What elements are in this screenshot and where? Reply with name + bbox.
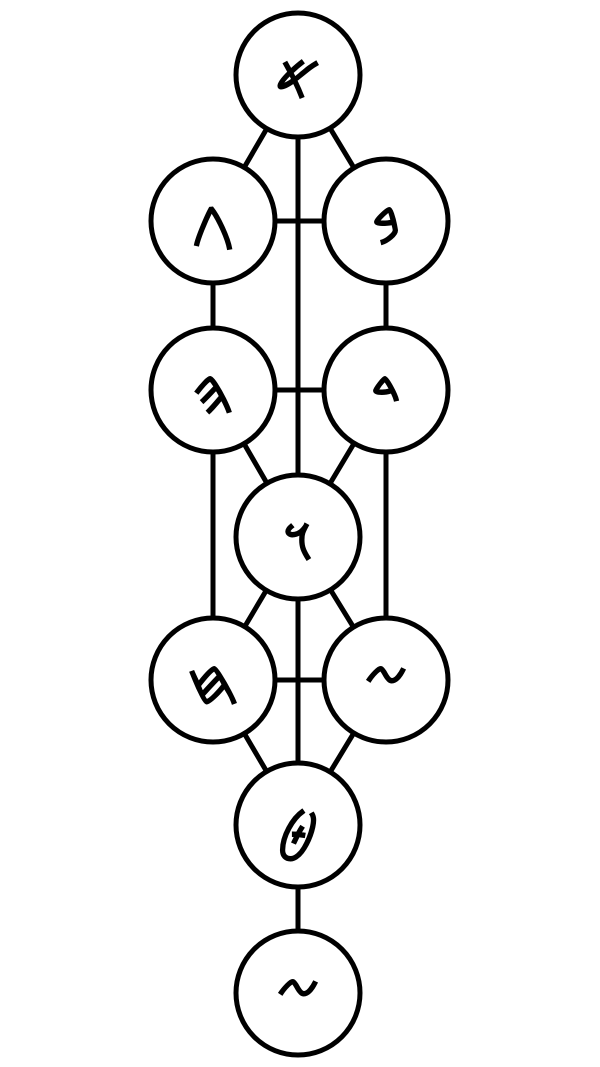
node-circle	[233, 10, 363, 140]
node-glyph: 𐤂	[191, 187, 234, 260]
node-n4: 𐤄	[148, 325, 278, 455]
node-circle	[148, 325, 278, 455]
node-n6: 𐤅	[233, 472, 363, 602]
node-n8: 𐤆	[321, 615, 451, 745]
node-circle	[321, 615, 451, 745]
node-glyph: 𐤆	[364, 646, 408, 719]
node-circle	[148, 615, 278, 745]
node-n3: 𐤁	[321, 156, 451, 286]
node-glyph: 𐤈	[277, 791, 318, 864]
node-n2: 𐤂	[148, 156, 278, 286]
node-n5: 𐤃	[321, 325, 451, 455]
node-circle	[321, 325, 451, 455]
node-glyph: 𐤃	[371, 356, 402, 429]
node-circle	[148, 156, 278, 286]
node-glyph: 𐤁	[372, 187, 401, 260]
node-glyph: 𐤅	[283, 503, 313, 576]
node-glyph: 𐤆	[276, 959, 320, 1032]
node-n10: 𐤆	[233, 928, 363, 1058]
node-circle	[233, 472, 363, 602]
node-circle	[233, 928, 363, 1058]
node-n1: 𐤀	[233, 10, 363, 140]
node-glyph: 𐤀	[275, 41, 321, 114]
node-n9: 𐤈	[233, 760, 363, 890]
node-circle	[321, 156, 451, 286]
node-glyph: 𐤄	[192, 356, 234, 429]
node-glyph: 𐤇	[187, 646, 239, 719]
node-n7: 𐤇	[148, 615, 278, 745]
node-circle	[233, 760, 363, 890]
